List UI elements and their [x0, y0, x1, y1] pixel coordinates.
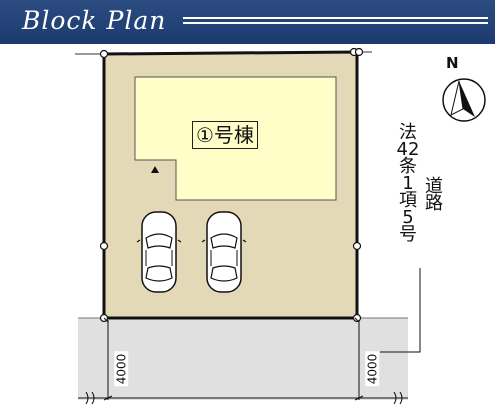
road-note-char: 42 [396, 139, 420, 160]
setback-dimension-right: 4000 [365, 351, 380, 387]
road-note-char: 路 [425, 193, 443, 214]
road-note-char: 5 [402, 207, 414, 228]
boundary-markers [99, 47, 364, 323]
header-bar: Block Plan [0, 0, 495, 44]
entrance-marker [151, 166, 159, 173]
road-note-char: 号 [399, 224, 417, 245]
header-rule-top [183, 17, 488, 19]
break-mark-right [393, 391, 403, 405]
building-label: ①号棟 [192, 121, 258, 149]
break-mark-left [85, 391, 95, 405]
road-area [78, 318, 408, 400]
road-note-char: 道 [425, 176, 443, 197]
road-note-leader [380, 268, 421, 353]
road-note-char: 法 [399, 122, 417, 143]
road-note-char: 条 [399, 156, 417, 177]
road-note-road: 道路 [422, 176, 446, 214]
compass-north-label: N [446, 54, 459, 72]
page-title: Block Plan [22, 6, 167, 35]
parking-car-1 [136, 211, 182, 293]
parking-car-2 [201, 211, 247, 293]
road-note-char: 1 [402, 173, 414, 194]
header-rule-bottom [183, 22, 488, 24]
site-plan [75, 47, 486, 405]
road-note-char: 項 [399, 190, 417, 211]
setback-dimension-left: 4000 [114, 351, 129, 387]
north-compass-icon [442, 78, 486, 122]
